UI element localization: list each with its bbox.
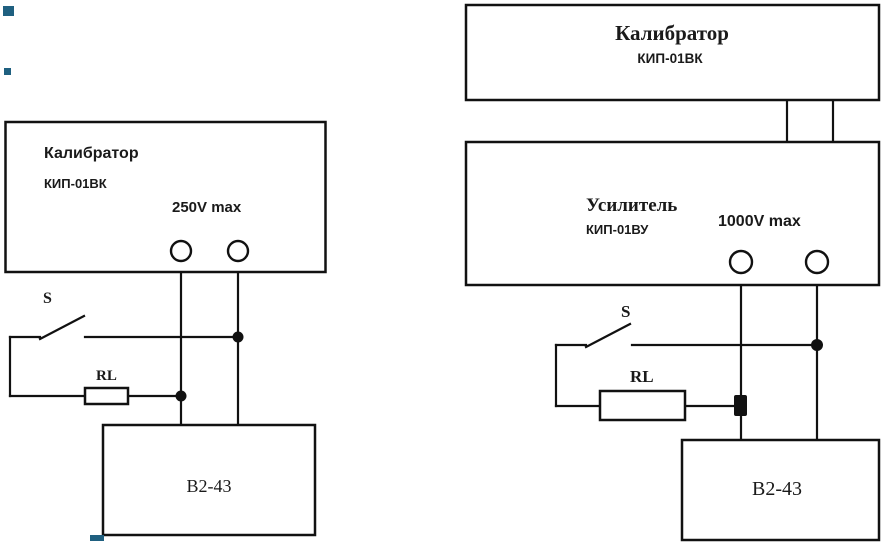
right-resistor: [598, 389, 687, 422]
right-calibrator-title: Калибратор: [615, 21, 729, 45]
left-switch-blade: [38, 314, 86, 341]
left-terminal-2: [226, 239, 250, 263]
left-resistor: [83, 386, 130, 406]
right-diagram: Калибратор КИП-01ВК Усилитель КИП-01ВУ 1…: [464, 3, 881, 542]
scan-artifact-left-edge: [4, 68, 11, 75]
left-voltmeter-label: В2-43: [187, 476, 232, 496]
right-voltage-rating: 1000V max: [718, 213, 801, 230]
left-junction-resistor-wire: [175, 390, 187, 402]
left-voltage-rating: 250V max: [172, 199, 242, 216]
right-junction-switch-wire: [811, 339, 823, 351]
right-junction-resistor-wire: [734, 395, 747, 416]
right-calibrator-box: [464, 3, 881, 102]
left-switch-label: S: [43, 290, 52, 307]
right-switch-label: S: [621, 302, 630, 321]
right-calibrator-model: КИП-01ВК: [637, 51, 703, 66]
scan-artifact-top-left: [3, 6, 14, 16]
right-voltmeter-box: [680, 438, 881, 542]
scan-artifact-bottom-left: [90, 535, 104, 541]
left-junction-switch-wire: [232, 331, 244, 343]
left-calibrator-model: КИП-01ВК: [44, 176, 107, 191]
left-terminal-1: [169, 239, 193, 263]
right-amplifier-title: Усилитель: [586, 195, 677, 216]
right-terminal-2: [804, 249, 830, 275]
right-resistor-label: RL: [630, 367, 654, 386]
left-calibrator-box: [4, 120, 327, 274]
right-switch-blade: [584, 322, 632, 349]
right-amplifier-model: КИП-01ВУ: [586, 222, 649, 237]
left-diagram: Калибратор КИП-01ВК 250V max S RL В2-43: [4, 120, 327, 537]
left-voltmeter-box: [101, 423, 317, 537]
right-terminal-1: [728, 249, 754, 275]
left-resistor-label: RL: [96, 368, 117, 384]
left-calibrator-title: Калибратор: [44, 145, 139, 162]
right-voltmeter-label: В2-43: [752, 478, 802, 500]
